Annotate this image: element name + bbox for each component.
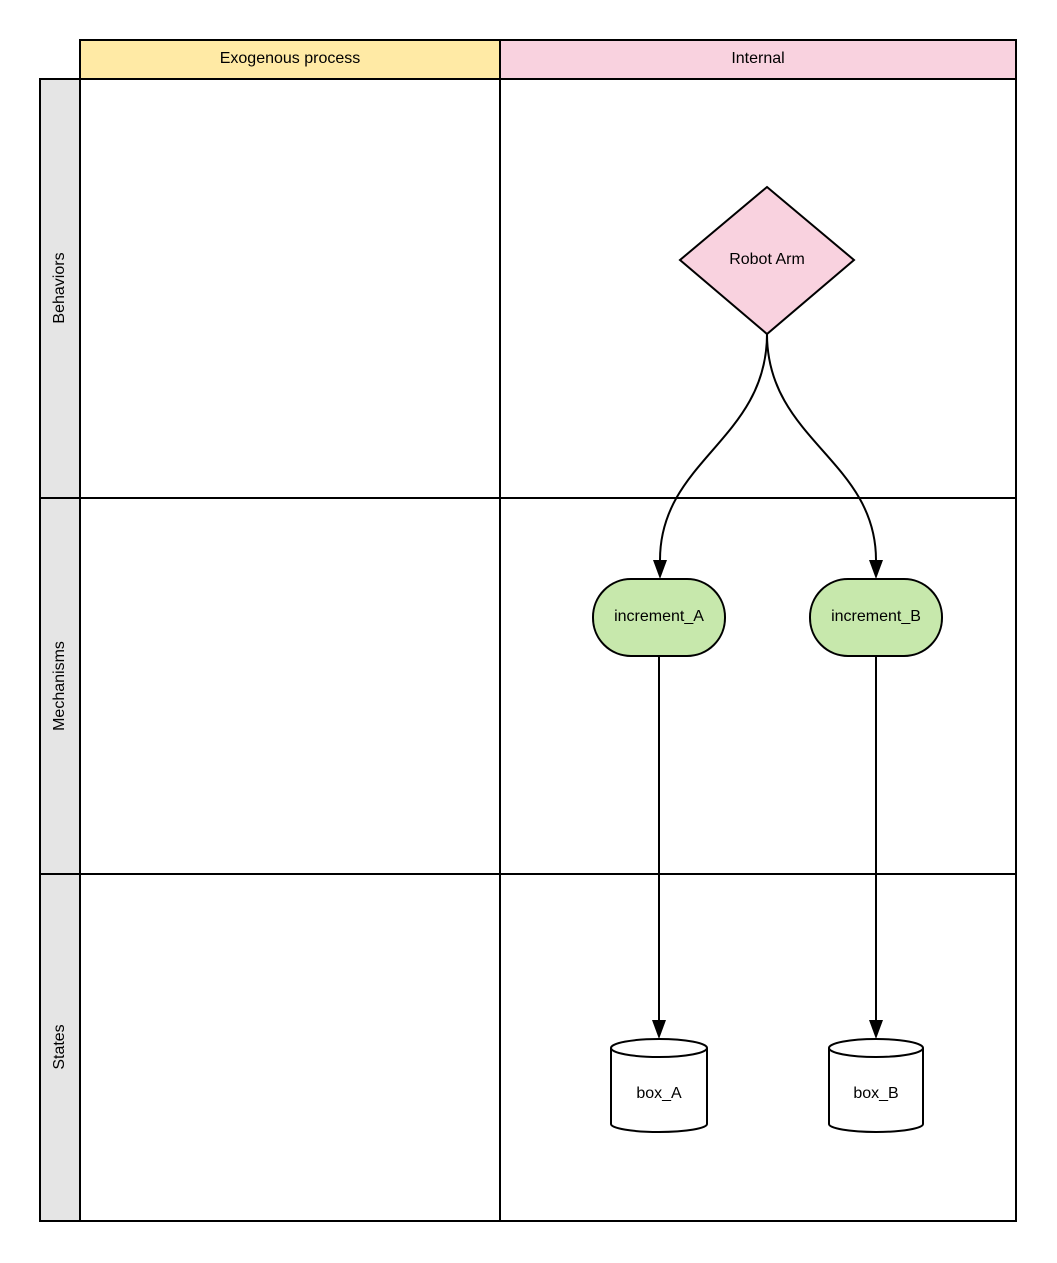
node-box-b-body [828, 1048, 924, 1133]
column-header-exogenous-label: Exogenous process [220, 50, 361, 67]
node-increment-a-label: increment_A [614, 608, 704, 625]
column-header-internal-label: Internal [731, 50, 784, 67]
column-header-exogenous-background [79, 39, 501, 80]
node-robot-arm-shape [678, 185, 856, 336]
edge-robot-arm-to-increment-a-arrowhead [653, 560, 667, 579]
node-increment-b-shape [809, 578, 943, 657]
row-header-states: States [39, 873, 81, 1222]
node-increment-a[interactable]: increment_A [592, 578, 726, 657]
lane-grid-border [79, 78, 1017, 1222]
node-increment-a-shape [592, 578, 726, 657]
edge-robot-arm-to-increment-b-arrowhead [869, 560, 883, 579]
row-header-mechanisms: Mechanisms [39, 497, 81, 875]
node-box-b-label: box_B [853, 1085, 898, 1102]
edges [652, 333, 883, 1039]
edge-robot-arm-to-increment-a [659, 333, 768, 561]
edge-increment-a-to-box-a-arrowhead [652, 1020, 666, 1039]
node-robot-arm-label: Robot Arm [729, 251, 805, 268]
row-header-states-background [39, 873, 81, 1222]
column-header-exogenous: Exogenous process [79, 39, 501, 80]
edge-increment-b-to-box-b-arrowhead [869, 1020, 883, 1039]
node-box-a[interactable]: box_A [610, 1038, 708, 1133]
row-header-behaviors: Behaviors [39, 78, 81, 499]
column-header-internal-background [499, 39, 1017, 80]
node-increment-b-label: increment_B [831, 608, 921, 625]
node-increment-b[interactable]: increment_B [809, 578, 943, 657]
node-box-b[interactable]: box_B [828, 1038, 924, 1133]
node-box-a-top [610, 1038, 708, 1058]
node-robot-arm[interactable]: Robot Arm [678, 185, 856, 336]
row-header-behaviors-label: Behaviors [51, 252, 68, 323]
row-header-mechanisms-label: Mechanisms [51, 641, 68, 731]
edge-robot-arm-to-increment-b [766, 333, 877, 561]
node-box-b-top [828, 1038, 924, 1058]
node-box-a-label: box_A [636, 1085, 682, 1102]
row-header-states-label: States [51, 1024, 68, 1069]
node-box-a-body [610, 1048, 708, 1133]
column-header-internal: Internal [499, 39, 1017, 80]
